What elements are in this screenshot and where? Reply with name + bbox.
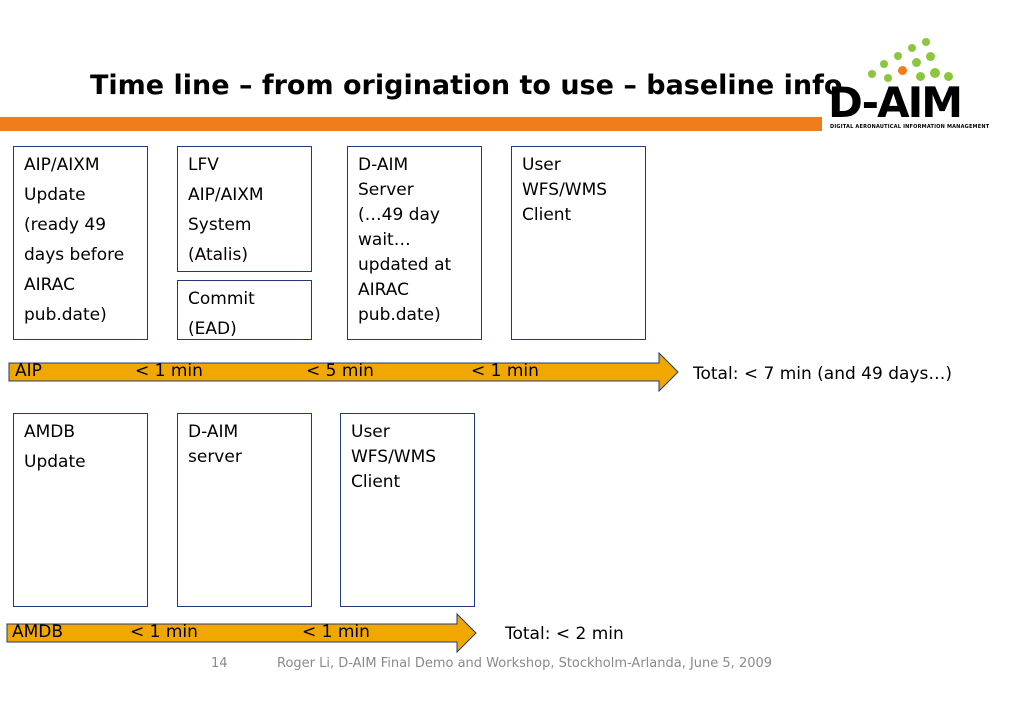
logo-dot: [926, 52, 935, 61]
logo-dot: [868, 70, 876, 78]
logo-dot: [884, 74, 892, 82]
arrow-start-label: AIP: [15, 361, 42, 381]
aip-total-time: Total: < 7 min (and 49 days…): [693, 364, 952, 384]
d-aim-logo: D-AIM DIGITAL AERONAUTICAL INFORMATION M…: [828, 30, 989, 135]
amdb-total-time: Total: < 2 min: [505, 624, 624, 644]
arrow-step-label: < 5 min: [306, 361, 374, 381]
logo-dot: [916, 72, 925, 81]
logo-dot: [894, 52, 902, 60]
logo-dot: [898, 66, 907, 75]
arrow-step-label: < 1 min: [302, 622, 370, 642]
logo-dot: [880, 60, 888, 68]
title-accent-bar: [0, 117, 822, 131]
page-number: 14: [211, 656, 228, 671]
footer-text: Roger Li, D-AIM Final Demo and Workshop,…: [277, 656, 773, 671]
logo-dot: [930, 68, 940, 78]
arrow-step-label: < 1 min: [130, 622, 198, 642]
arrow-step-label: < 1 min: [471, 361, 539, 381]
logo-dot: [922, 38, 930, 46]
arrow-step-label: < 1 min: [135, 361, 203, 381]
slide-title: Time line – from origination to use – ba…: [90, 70, 843, 101]
arrow-start-label: AMDB: [12, 622, 64, 642]
arrow-shape: [6, 613, 477, 653]
aip-timeline-arrow: AIP < 1 min < 5 min < 1 min: [8, 352, 680, 392]
logo-subtitle: DIGITAL AERONAUTICAL INFORMATION MANAGEM…: [830, 124, 990, 130]
logo-dot: [912, 58, 921, 67]
logo-text: D-AIM: [828, 78, 963, 127]
logo-dot: [944, 72, 953, 81]
amdb-timeline-arrow: AMDB < 1 min < 1 min: [6, 613, 478, 653]
commit-ead-box: Commit(EAD): [177, 280, 312, 340]
logo-dot: [908, 44, 916, 52]
arrow-shape: [8, 352, 679, 392]
